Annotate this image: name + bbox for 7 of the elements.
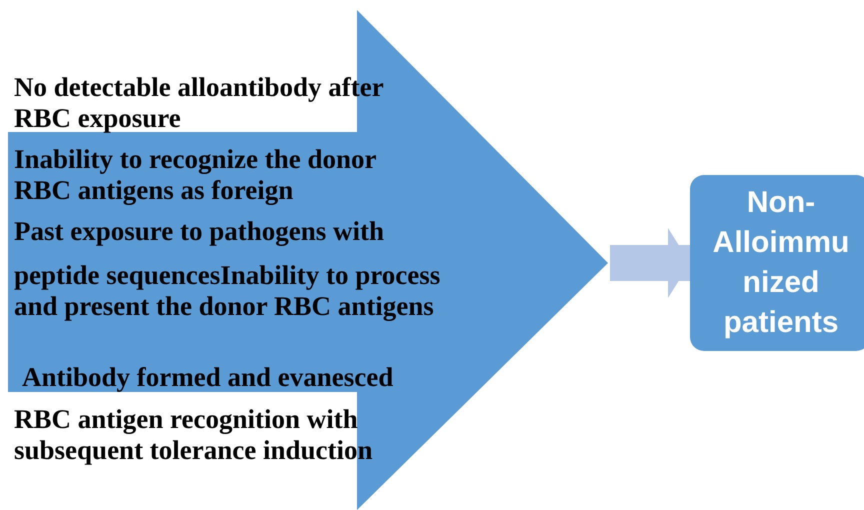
list-text: Antibody formed and evanesced <box>22 362 394 393</box>
result-box <box>690 175 864 351</box>
arrow <box>610 228 690 298</box>
box-label: Non-Alloimmunized patients <box>712 185 850 341</box>
list-text: peptide sequencesInability to process and present the donor RBC antigens <box>14 260 442 322</box>
list-text: Inability to recognize the donor RBC antigens as foreign <box>14 144 377 206</box>
list-text: Past exposure to pathogens with <box>14 216 386 247</box>
